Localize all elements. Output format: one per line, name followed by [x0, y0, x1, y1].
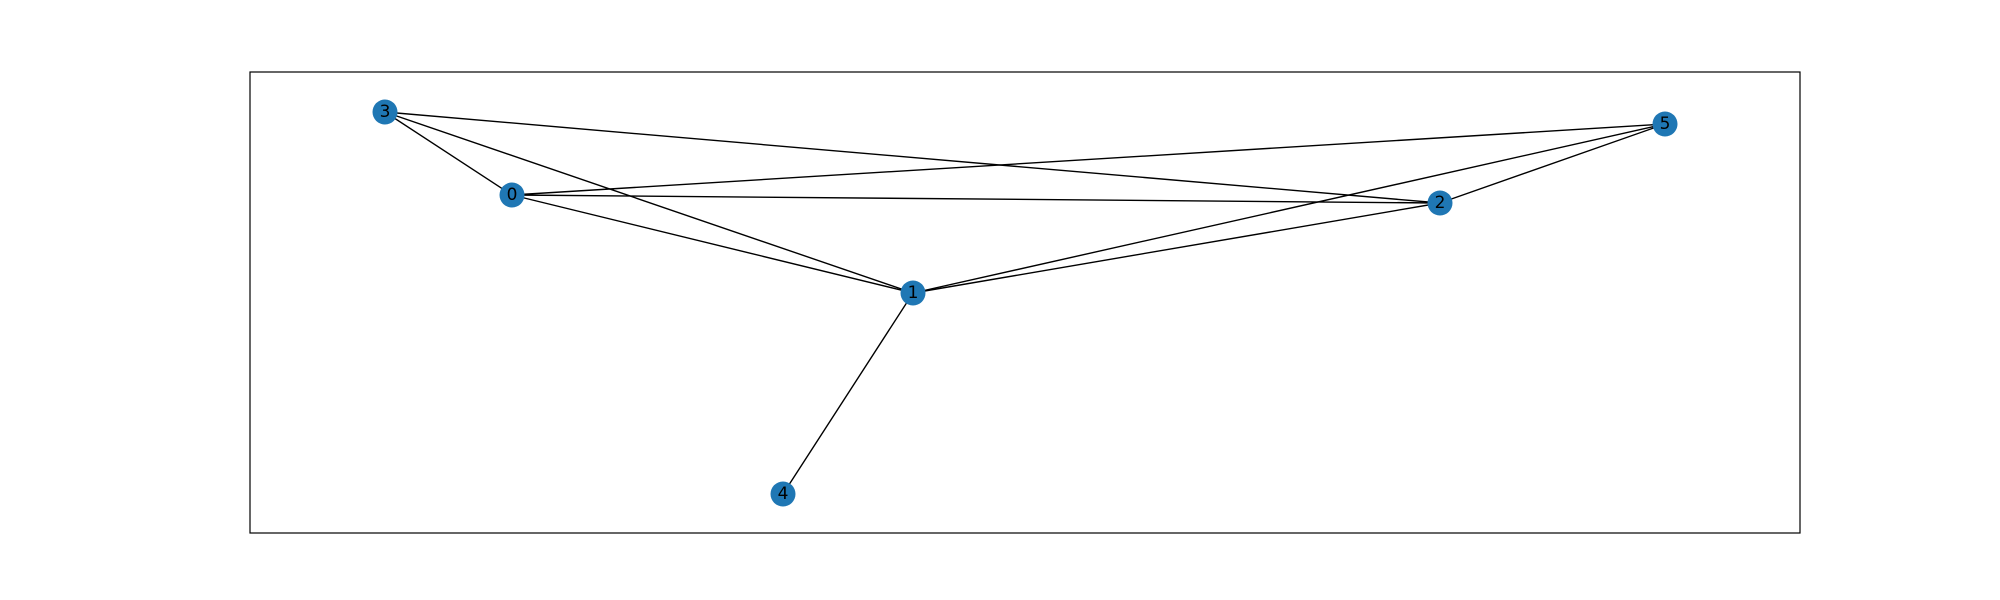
node-1: 1: [900, 280, 926, 306]
edges-layer: [384, 111, 1666, 495]
node-2: 2: [1427, 190, 1453, 216]
nodes-layer: 0 1 2 3 4 5: [372, 99, 1678, 507]
edge-1-5: [912, 123, 1666, 294]
node-circle-2: [1427, 190, 1453, 216]
edge-0-5: [511, 123, 1666, 196]
edge-2-5: [1439, 123, 1666, 204]
edge-1-2: [912, 202, 1441, 294]
node-circle-5: [1652, 111, 1678, 137]
node-label-0: 0: [507, 185, 518, 205]
edge-3-0: [384, 111, 513, 196]
node-3: 3: [372, 99, 398, 125]
node-label-3: 3: [380, 102, 391, 122]
node-5: 5: [1652, 111, 1678, 137]
node-circle-4: [770, 481, 796, 507]
plot-frame: [249, 71, 1801, 534]
edge-0-1: [511, 194, 914, 294]
node-0: 0: [499, 182, 525, 208]
edge-3-2: [384, 111, 1441, 204]
node-circle-1: [900, 280, 926, 306]
node-4: 4: [770, 481, 796, 507]
node-label-5: 5: [1660, 114, 1671, 134]
edge-3-1: [384, 111, 914, 294]
node-label-1: 1: [908, 283, 919, 303]
node-label-2: 2: [1435, 193, 1446, 213]
edge-1-4: [782, 292, 914, 495]
edge-0-2: [511, 194, 1441, 204]
node-circle-0: [499, 182, 525, 208]
node-circle-3: [372, 99, 398, 125]
node-label-4: 4: [778, 484, 789, 504]
